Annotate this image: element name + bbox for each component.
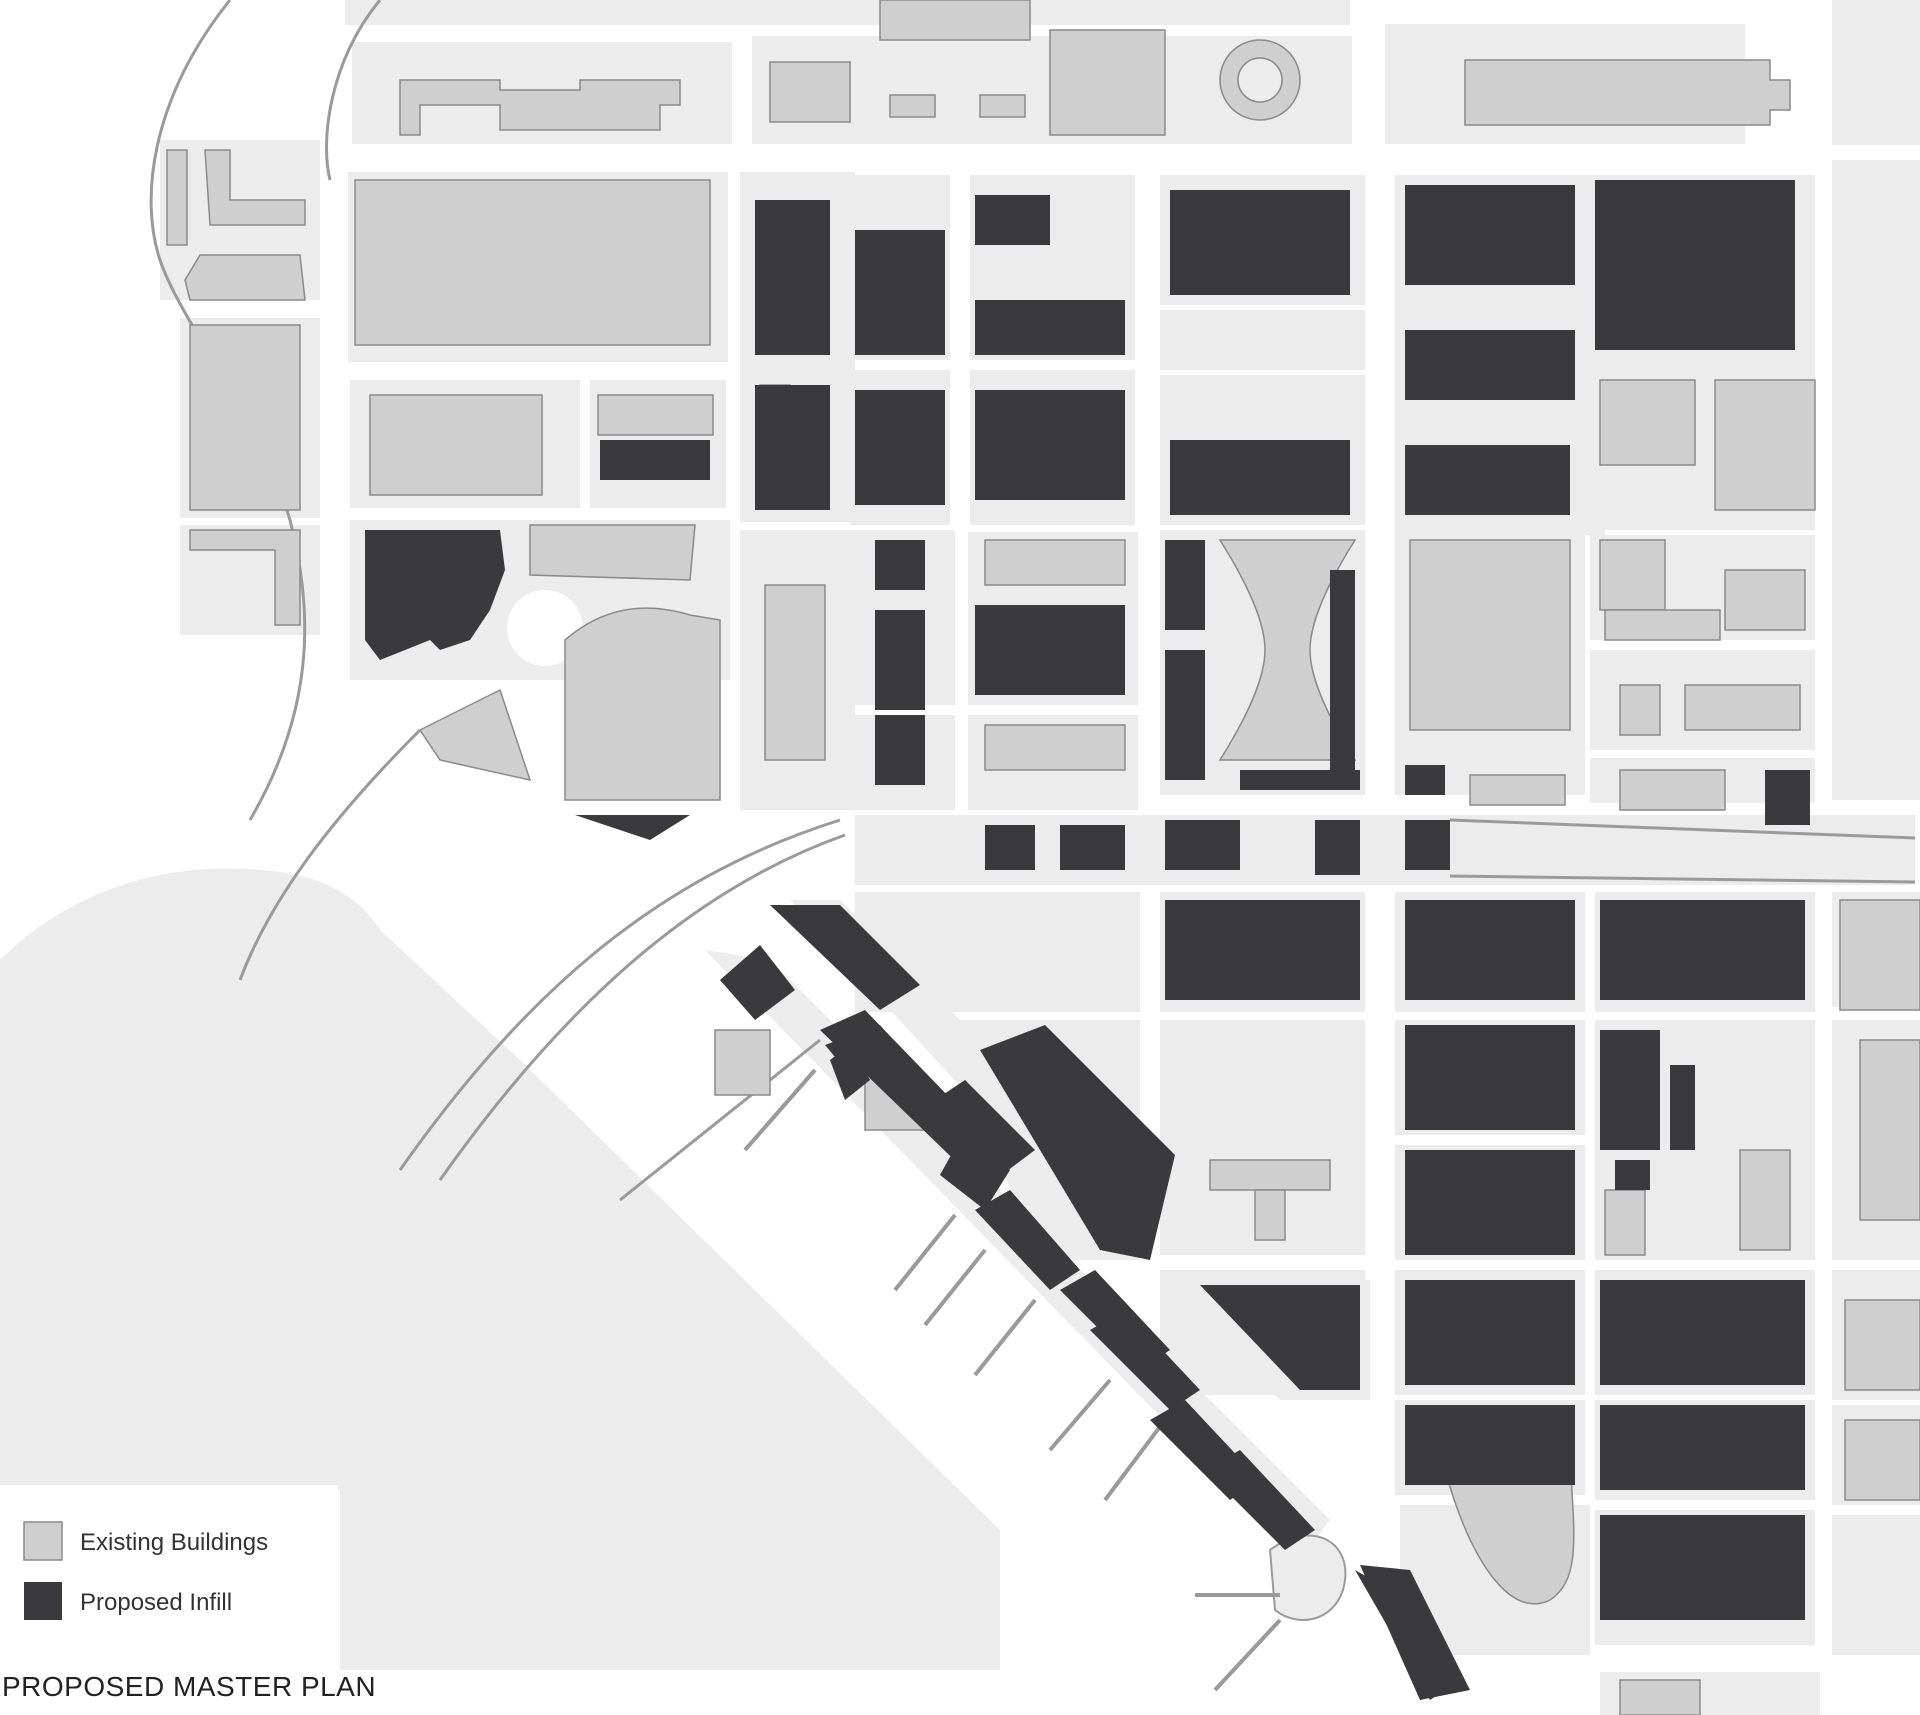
legend-label-proposed: Proposed Infill bbox=[80, 1589, 232, 1616]
legend-swatch-existing bbox=[23, 1521, 63, 1561]
piers bbox=[743, 1068, 1282, 1692]
roundabout-south bbox=[1268, 1534, 1347, 1621]
legend-swatch-proposed bbox=[24, 1582, 62, 1620]
existing-buildings bbox=[166, 0, 1920, 1715]
legend-item-proposed: Proposed Infill bbox=[24, 1582, 232, 1620]
legend-item-existing: Existing Buildings bbox=[23, 1521, 268, 1561]
plan-title: PROPOSED MASTER PLAN bbox=[2, 1671, 376, 1702]
proposed-infill-buildings bbox=[365, 180, 1810, 1700]
legend: Existing Buildings Proposed Infill bbox=[0, 1485, 338, 1665]
legend-label-existing: Existing Buildings bbox=[80, 1529, 268, 1556]
water-area bbox=[0, 868, 1000, 1670]
roundabout bbox=[507, 590, 583, 666]
